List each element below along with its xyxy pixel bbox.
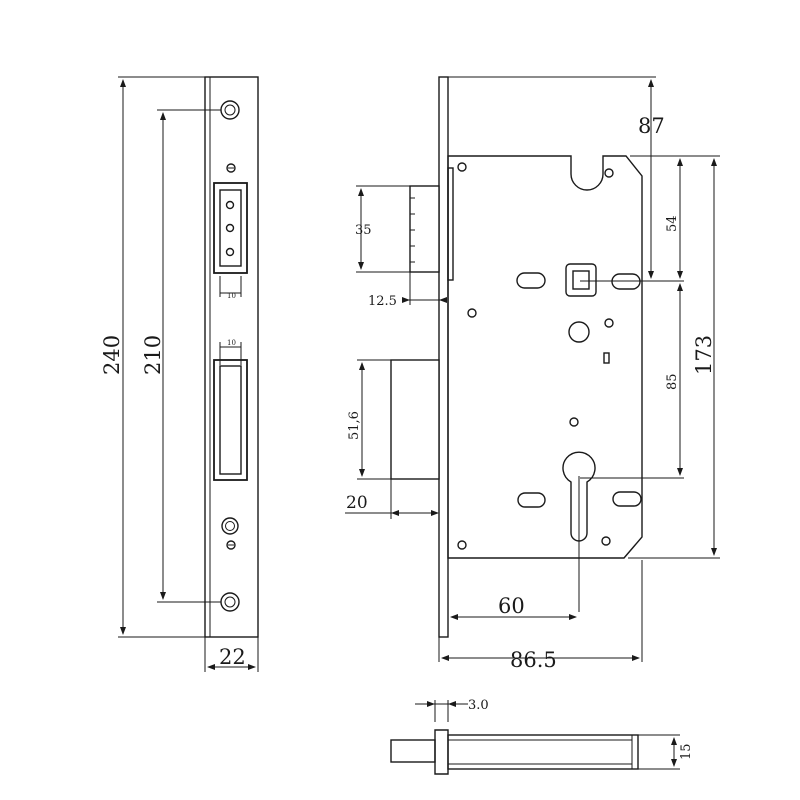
case-screw-icon-7 xyxy=(601,536,611,546)
latch-dot-3 xyxy=(225,247,235,257)
top-view: 3.0 15 xyxy=(390,698,694,775)
case-screw-icon-3 xyxy=(467,308,477,318)
tumbler-hole xyxy=(568,321,590,343)
dim-center-distance: 85 xyxy=(665,373,680,390)
lower-right-slot xyxy=(612,491,642,507)
deadbolt xyxy=(390,359,440,480)
dim-plate-thickness: 3.0 xyxy=(468,698,489,713)
dim20-arrow-l xyxy=(391,510,399,516)
small-indicator-slot xyxy=(603,352,610,364)
case-screw-icon-6 xyxy=(457,540,467,550)
dim-bolt-height: 51,6 xyxy=(347,411,362,440)
top-view-bolt-tip xyxy=(390,739,436,763)
mid-screw-hole xyxy=(221,517,239,535)
cylinder-keyhole xyxy=(562,451,596,542)
dim-backset-top: 87 xyxy=(638,114,665,138)
top-view-faceplate xyxy=(434,729,449,775)
case-screw-icon-2 xyxy=(604,168,614,178)
dim3-arrow-l xyxy=(427,701,435,707)
case-screw-icon-4 xyxy=(604,318,614,328)
bottom-screw-hole-inner xyxy=(224,596,236,608)
mid-screw-hole-inner xyxy=(225,521,235,531)
lock-case-outline xyxy=(447,155,643,559)
dim-faceplate-width: 22 xyxy=(219,645,246,669)
bolt-width-label: 10 xyxy=(227,339,236,347)
dim-latch-height: 35 xyxy=(355,223,372,238)
case-screw-icon-1 xyxy=(457,162,467,172)
dim-top-offset: 54 xyxy=(665,215,680,232)
case-screw-icon-5 xyxy=(569,417,579,427)
lower-left-slot xyxy=(517,492,546,508)
latch-insert xyxy=(219,189,242,267)
latch-guide xyxy=(447,167,454,281)
faceplate-outline xyxy=(204,76,259,638)
faceplate-dimensions: 240 210 22 xyxy=(100,76,259,672)
dim-backset: 60 xyxy=(498,594,525,618)
latch-bolt xyxy=(409,185,440,273)
dim12-arrow-r xyxy=(439,297,447,303)
dim-body-height: 173 xyxy=(692,335,716,375)
top-screw-hole-inner xyxy=(224,104,236,116)
dim-faceplate-height: 240 xyxy=(100,335,124,375)
side-faceplate xyxy=(438,76,449,638)
spindle-square-hole xyxy=(572,270,590,290)
lock-body-side-view xyxy=(390,76,684,638)
latch-width-label: 10 xyxy=(227,292,236,300)
upper-left-slot xyxy=(516,272,546,289)
latch-dot-2 xyxy=(225,223,235,233)
faceplate-front-view: 10 10 xyxy=(204,76,259,638)
bolt-insert xyxy=(219,365,242,475)
dim-bolt-throw: 20 xyxy=(346,493,368,513)
dim-screw-spacing: 210 xyxy=(141,335,165,375)
top-view-case xyxy=(447,734,639,770)
bolt-opening xyxy=(213,359,248,481)
side-view-dimensions: 87 54 85 173 35 12.5 51,6 20 xyxy=(345,76,720,672)
top-screw-hole xyxy=(220,100,240,120)
dim3-arrow-r xyxy=(448,701,456,707)
latch-dot-1 xyxy=(225,200,235,210)
bottom-screw-hole xyxy=(220,592,240,612)
dim-bolt-thickness: 15 xyxy=(679,743,694,760)
dim12-arrow-l xyxy=(402,297,410,303)
latch-opening xyxy=(213,182,248,274)
spindle-hub-outer xyxy=(565,263,597,297)
dim-latch-throw: 12.5 xyxy=(368,294,397,309)
dim-body-depth: 86.5 xyxy=(510,648,557,672)
